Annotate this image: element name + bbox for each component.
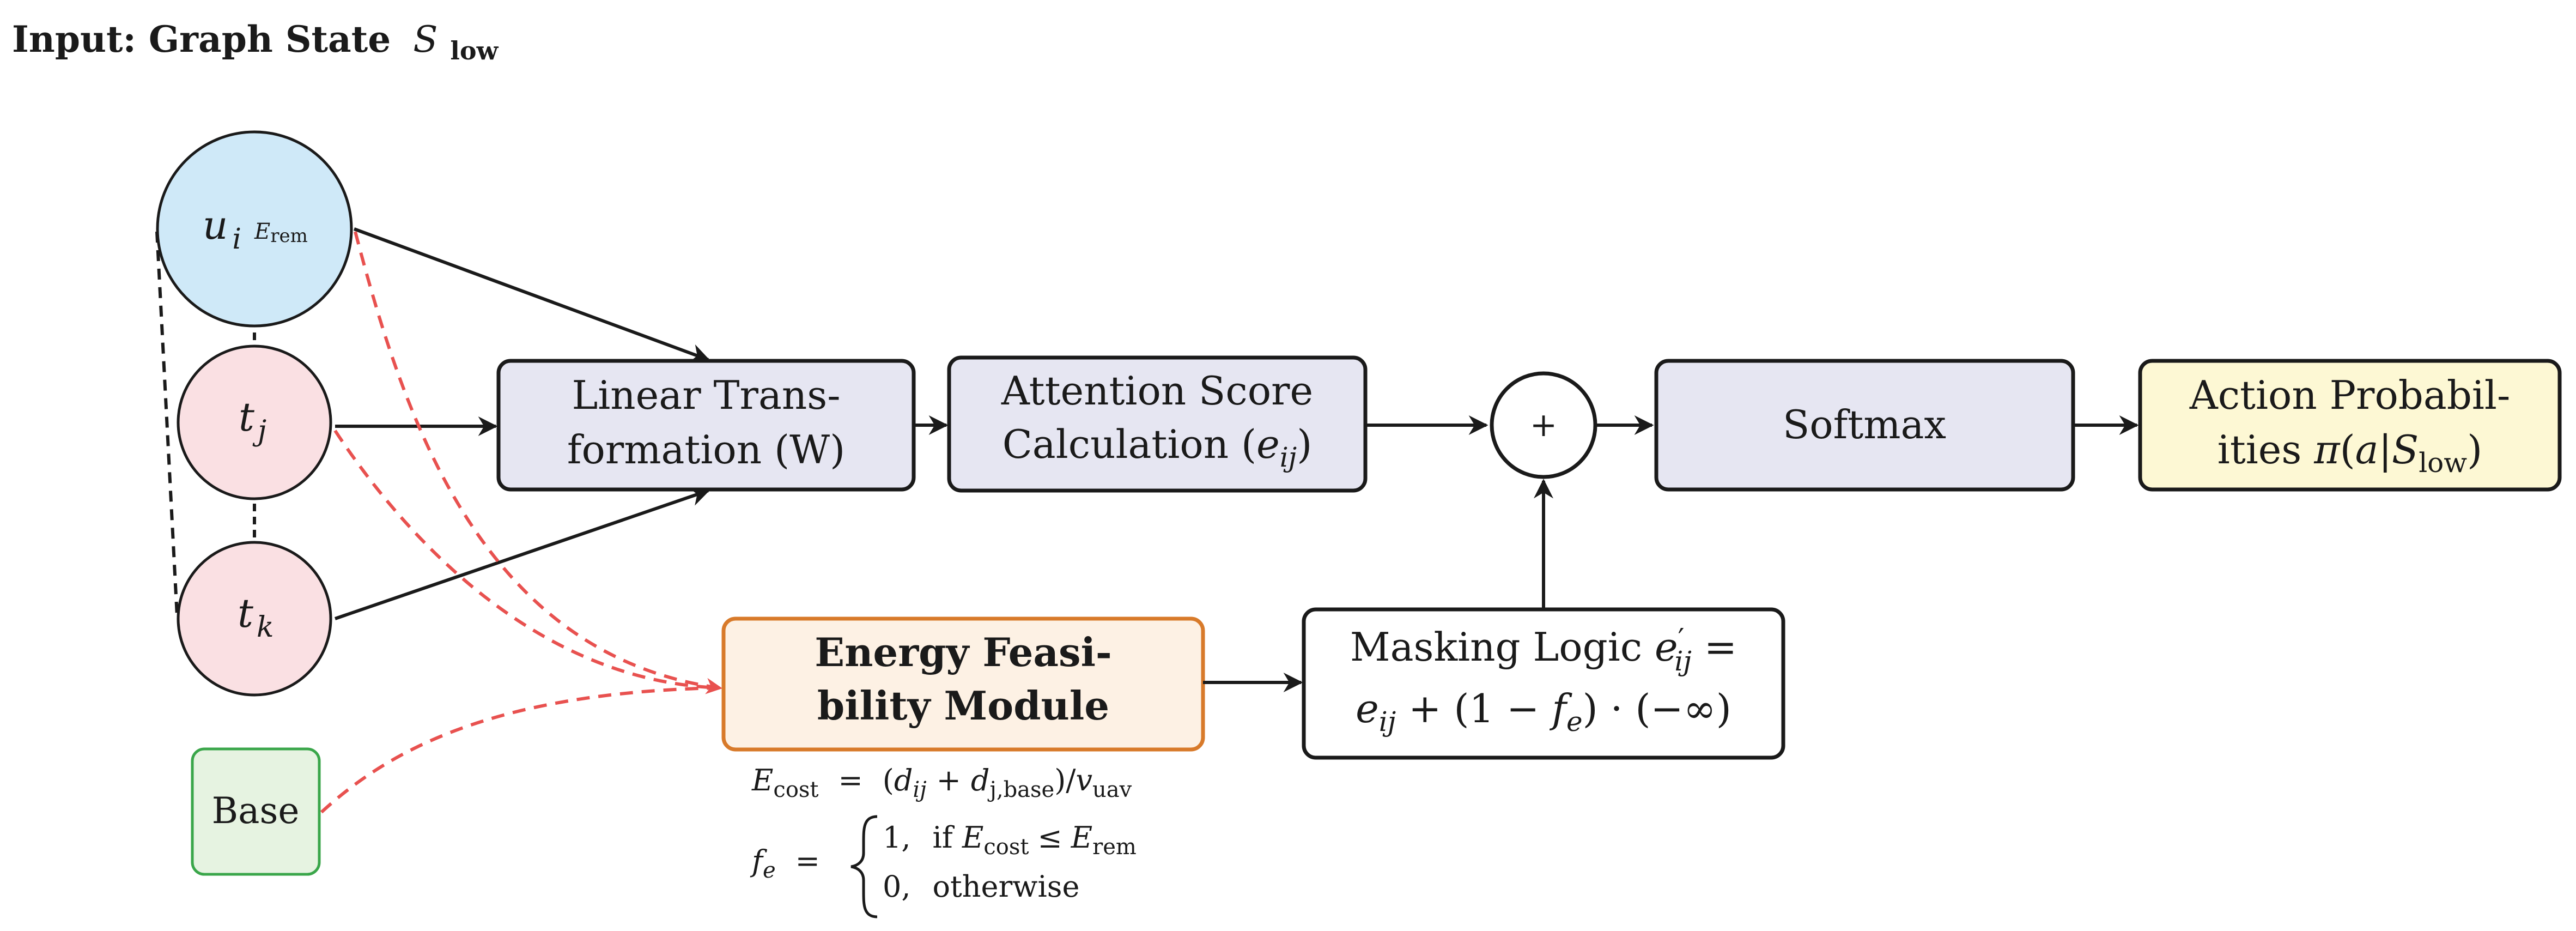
sum-label: + [1530,406,1557,444]
dashed-link-u-tk [155,231,179,616]
formula-fe-case1: 1,if Ecost≤Erem [883,820,1137,860]
title-prefix: Input: Graph State [12,18,391,61]
linear-transformation-box: Linear Trans- formation (W) [496,359,916,492]
node-tj-circle [177,344,332,500]
masking-line2: eij + (1 − fe) · (−∞) [1356,686,1731,737]
edge-u-linear [353,227,710,363]
formula-fe-case2: 0,otherwise [883,869,1079,904]
node-tk-circle [177,541,332,697]
output-line2: ities π(a|Slow) [2217,427,2482,479]
softmax-label: Softmax [1783,402,1946,448]
action-probabilities-box: Action Probabil- ities π(a|Slow) [2138,359,2562,492]
base-box [191,747,321,876]
energy-feasibility-module: Energy Feasi- bility Module [721,616,1205,752]
softmax-box: Softmax [1654,359,2075,492]
edge-tk-linear [335,487,710,620]
dashed-red-base-energy [320,686,720,814]
linear-line2: formation (W) [567,427,845,473]
dashed-red-u-energy [354,231,722,694]
node-base: Base [191,747,321,876]
attention-line1: Attention Score [1001,368,1313,414]
sum-node: + [1490,371,1597,479]
masking-logic-box: Masking Logic e′ij = eij + (1 − fe) · (−… [1302,607,1785,760]
energy-line2: bility Module [817,682,1109,729]
attention-score-box: Attention Score Calculation (eij) [947,355,1368,493]
energy-line1: Energy Feasi- [815,629,1112,675]
masking-line1: Masking Logic e′ij = [1350,623,1737,677]
formula-ecost: Ecost=(dij+dj,base)/vuav [751,763,1132,802]
output-rect [2138,359,2562,492]
formula-fe-brace [850,815,878,918]
formula-fe: fe= 1,if Ecost≤Erem 0,otherwise [750,815,1137,918]
formula-fe-lhs: fe= [750,844,820,883]
diagram-title: Input: Graph State S low [12,18,499,65]
output-line1: Action Probabil- [2189,372,2511,418]
node-u-circle [156,130,353,328]
title-subscript: low [450,36,499,65]
base-label: Base [212,790,300,832]
attention-line2: Calculation (eij) [1003,421,1313,473]
linear-line1: Linear Trans- [572,372,840,418]
title-symbol: S [413,19,438,61]
node-u-energy-annotation: Erem [254,219,308,247]
